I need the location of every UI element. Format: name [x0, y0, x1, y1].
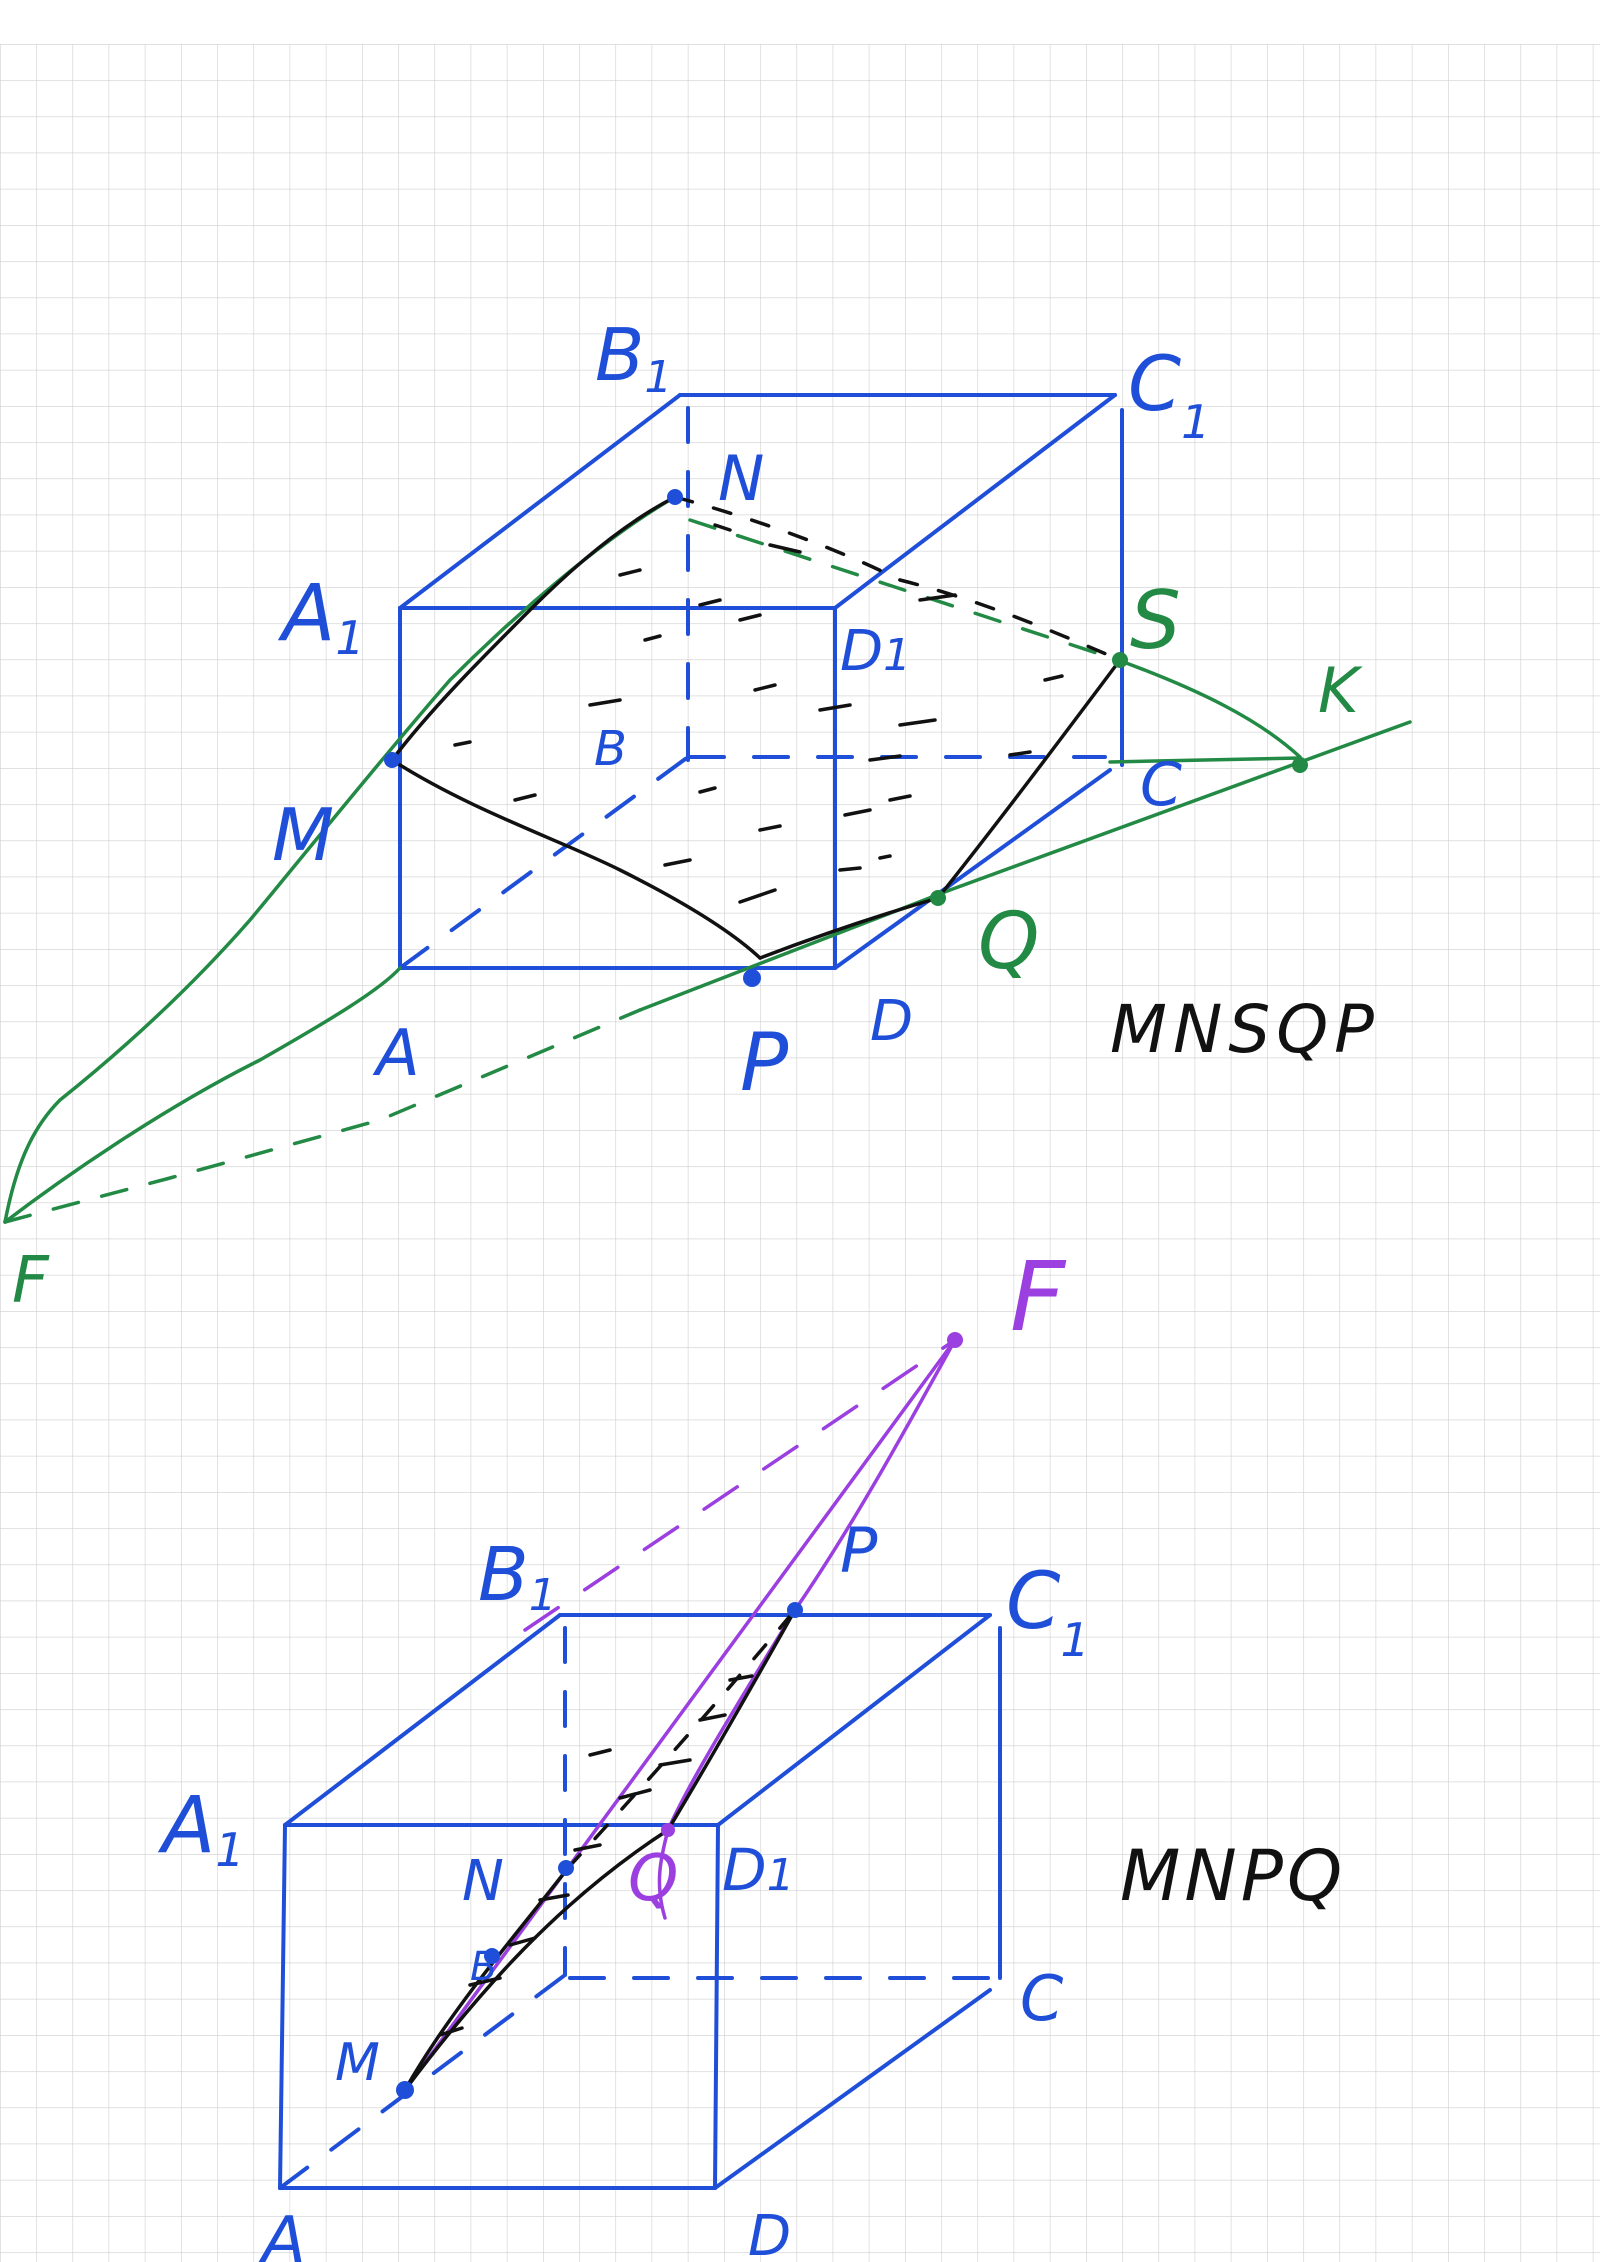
bottom-point-N-dot — [558, 1860, 574, 1876]
bottom-label-C: C — [1020, 1962, 1064, 2035]
bottom-label-F: F — [1010, 1241, 1067, 1353]
bottom-label-Q: Q — [628, 1842, 678, 1916]
label-D1: D1 — [840, 619, 911, 684]
label-S: S — [1130, 574, 1181, 667]
bottom-label-N: N — [462, 1849, 504, 1914]
bottom-point-B-dot — [484, 1948, 500, 1964]
label-P: P — [740, 1016, 789, 1109]
bottom-point-P-dot — [787, 1602, 803, 1618]
label-F: F — [12, 1244, 50, 1318]
point-M-dot — [384, 752, 400, 768]
bottom-label-A: A — [258, 2204, 306, 2262]
label-Q: Q — [978, 897, 1039, 987]
point-N-dot — [667, 489, 683, 505]
bottom-cube-hidden-edges — [278, 1626, 997, 2190]
bottom-label-M: M — [335, 2033, 380, 2093]
bottom-point-Q-dot — [661, 1823, 675, 1837]
label-N: N — [718, 442, 764, 515]
bottom-labels: A1 B1 C1 D1 A B C D M N P Q F MNPQ — [157, 1241, 1346, 2262]
point-K-dot — [1292, 757, 1308, 773]
top-section-polygon — [390, 495, 1122, 960]
bottom-figure: A1 B1 C1 D1 A B C D M N P Q F MNPQ — [157, 1241, 1346, 2262]
bottom-label-D1: D1 — [722, 1836, 795, 1904]
grid-background — [0, 44, 1600, 2262]
point-S-dot — [1112, 652, 1128, 668]
label-B: B — [594, 721, 627, 777]
bottom-section-polygon — [403, 1608, 797, 2092]
top-labels: A1 B1 C1 D1 A B C D M N S K Q P F MNSQP — [12, 313, 1380, 1318]
top-section-hatching — [453, 523, 1064, 904]
bottom-label-D: D — [748, 2204, 791, 2262]
bottom-label-P: P — [840, 1514, 878, 1587]
label-M: M — [272, 793, 334, 877]
label-C: C — [1140, 750, 1182, 820]
top-cube-edges — [398, 393, 1124, 970]
bottom-cube-edges — [278, 1613, 1002, 2190]
bottom-label-C1: C1 — [1006, 1557, 1090, 1667]
top-construction-lines — [3, 495, 1412, 1224]
top-points — [384, 489, 1308, 987]
label-B1: B1 — [595, 313, 672, 403]
bottom-label-B1: B1 — [478, 1532, 557, 1621]
section-name-bottom: MNPQ — [1120, 1835, 1346, 1917]
point-Q-dot — [930, 890, 946, 906]
section-name-top: MNSQP — [1110, 991, 1380, 1068]
label-K: K — [1318, 654, 1363, 727]
bottom-label-B: B — [470, 1944, 497, 1990]
label-A1: A1 — [277, 569, 365, 665]
top-figure: A1 B1 C1 D1 A B C D M N S K Q P F MNSQP — [3, 313, 1412, 1318]
bottom-point-F-dot — [947, 1332, 963, 1348]
bottom-section-hatching — [438, 1674, 754, 2037]
bottom-point-M-dot — [396, 2081, 414, 2099]
bottom-points — [396, 1332, 963, 2099]
point-P-dot — [743, 969, 761, 987]
bottom-label-A1: A1 — [157, 1781, 245, 1877]
label-C1: C1 — [1128, 339, 1210, 449]
label-A: A — [372, 1017, 420, 1091]
label-D: D — [870, 989, 913, 1054]
